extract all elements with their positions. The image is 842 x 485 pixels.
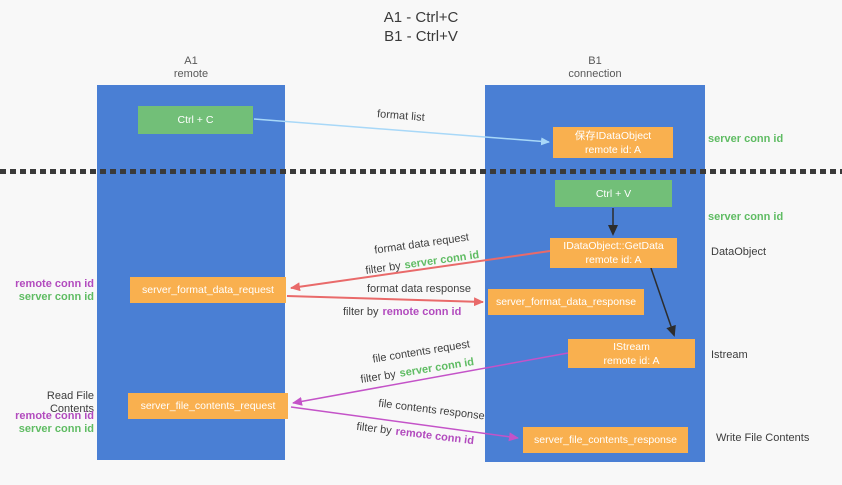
istream-node: IStream remote id: A [568, 339, 695, 368]
format-data-response-label: format data response [367, 283, 471, 295]
filter-by-text: filter by [355, 420, 393, 438]
istream-line1: IStream [613, 340, 650, 353]
dataobject-label: DataObject [711, 246, 767, 258]
copy-paste-separator [0, 169, 842, 174]
server-conn-id-label: server conn id [18, 423, 94, 435]
server-file-contents-request-label: server_file_contents_request [140, 400, 276, 412]
diagram-title: A1 - Ctrl+C B1 - Ctrl+V [0, 8, 842, 46]
remote-conn-id-label: remote conn id [15, 410, 94, 422]
getdata-line1: IDataObject::GetData [563, 240, 664, 252]
remote-conn-id-key: remote conn id [394, 425, 475, 448]
filter-by-text: filter by [364, 260, 402, 277]
ctrl-v-label: Ctrl + V [595, 187, 632, 200]
remote-conn-id-label: remote conn id [15, 278, 94, 290]
file-request-conn-ids: remote conn id server conn id [0, 410, 94, 436]
getdata-line2: remote id: A [585, 254, 642, 266]
title-line-a1: A1 - Ctrl+C [383, 9, 459, 26]
read-file-contents-label: Read File Contents [46, 390, 94, 415]
istream-side-label: Istream [711, 349, 748, 361]
filter-by-text: filter by [359, 368, 397, 386]
save-dataobject-node: 保存IDataObject remote id: A [553, 127, 673, 158]
ctrl-c-node: Ctrl + C [138, 106, 253, 134]
filter-by-text: filter by [343, 306, 379, 318]
server-format-data-response-node: server_format_data_response [488, 289, 644, 315]
lane-header-a1: A1 remote [97, 55, 285, 81]
format-data-response-arrow [286, 295, 484, 307]
server-file-contents-request-node: server_file_contents_request [128, 393, 288, 419]
write-file-contents-label: Write File Contents [716, 432, 810, 444]
ctrl-v-node: Ctrl + V [555, 180, 672, 207]
server-conn-id-key: server conn id [403, 249, 480, 272]
lane-a1-role: remote [173, 68, 209, 80]
server-conn-id-label: server conn id [18, 291, 94, 303]
lane-b1-name: B1 [588, 55, 602, 67]
file-contents-response-label: file contents response [377, 397, 486, 423]
server-format-data-request-node: server_format_data_request [130, 277, 286, 303]
format-list-label: format list [376, 108, 426, 124]
server-conn-id-mid-label: server conn id [708, 211, 784, 223]
getdata-node: IDataObject::GetData remote id: A [550, 238, 677, 268]
server-conn-id-top-label: server conn id [708, 133, 784, 145]
save-dataobject-line1: 保存IDataObject [574, 129, 652, 142]
title-line-b1: B1 - Ctrl+V [384, 28, 458, 45]
server-format-data-response-label: server_format_data_response [495, 296, 637, 308]
ctrl-c-label: Ctrl + C [177, 114, 214, 126]
format-request-conn-ids: remote conn id server conn id [0, 278, 94, 304]
server-format-data-request-label: server_format_data_request [142, 284, 274, 296]
remote-conn-id-key: remote conn id [382, 306, 462, 318]
lane-a1-name: A1 [184, 55, 198, 67]
server-file-contents-response-node: server_file_contents_response [523, 427, 688, 453]
server-file-contents-response-label: server_file_contents_response [533, 434, 677, 446]
lane-header-b1: B1 connection [485, 55, 705, 81]
istream-line2: remote id: A [603, 354, 660, 367]
lane-b1-role: connection [568, 68, 622, 80]
save-dataobject-line2: remote id: A [584, 143, 642, 156]
